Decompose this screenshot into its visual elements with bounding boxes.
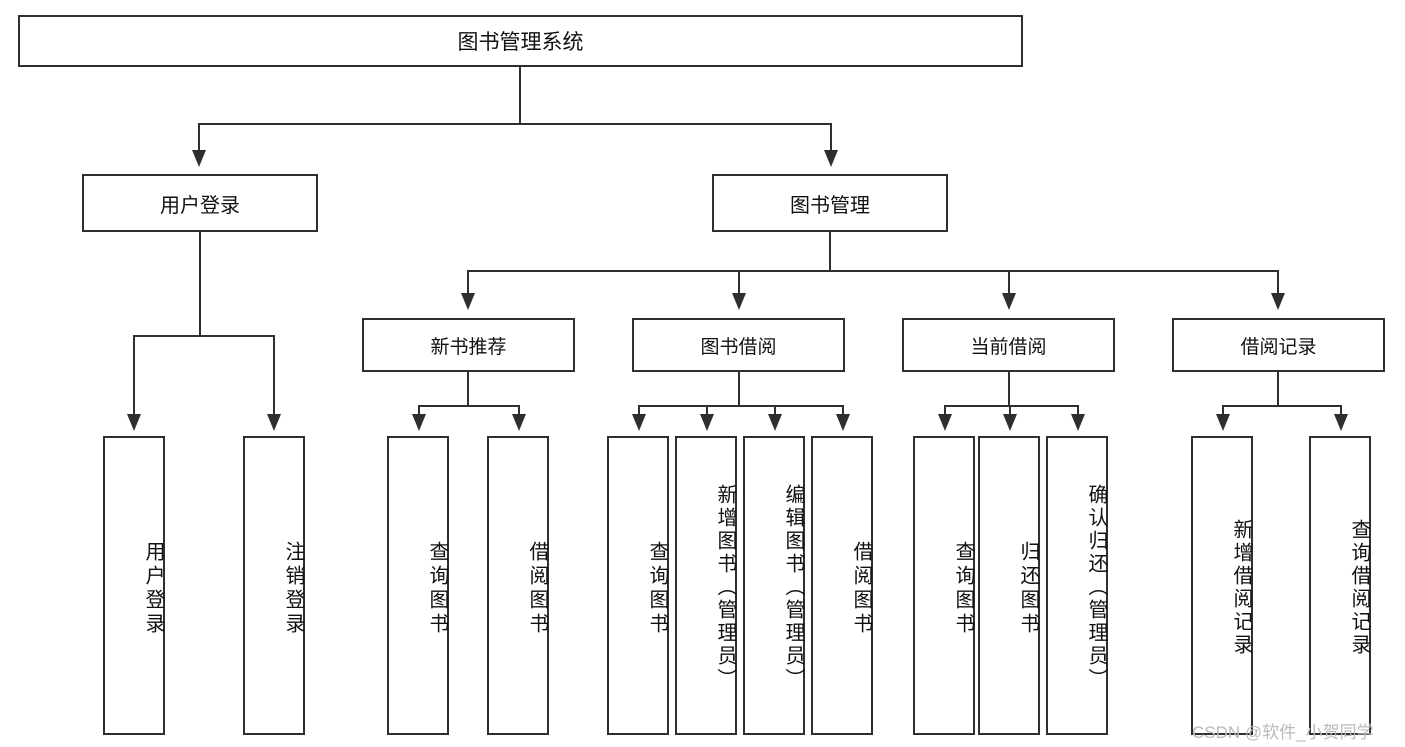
connector-user-login-bus <box>133 335 273 337</box>
node-label: 图书管理系统 <box>457 31 584 54</box>
leaf-current-borrow-return[interactable]: 归还图书 <box>978 436 1040 735</box>
connector-book-manage-stem <box>829 232 831 270</box>
arrow-to-current-borrow <box>1002 293 1016 310</box>
node-label: 查询图书 <box>426 540 448 637</box>
node-user-login[interactable]: 用户登录 <box>82 174 318 232</box>
leaf-book-borrow-borrow[interactable]: 借阅图书 <box>811 436 873 735</box>
node-label: 查询图书 <box>952 540 974 637</box>
arrow-to-new-book <box>461 293 475 310</box>
arrow-current-borrow-leaf-2 <box>1003 414 1017 431</box>
connector-new-book-stem <box>467 372 469 405</box>
arrow-borrow-record-leaf-1 <box>1216 414 1230 431</box>
connector-borrow-record-bus <box>1222 405 1340 407</box>
connector-to-current-borrow <box>1008 270 1010 296</box>
leaf-user-login-login[interactable]: 用户登录 <box>103 436 165 735</box>
arrow-borrow-record-leaf-2 <box>1334 414 1348 431</box>
leaf-current-borrow-query[interactable]: 查询图书 <box>913 436 975 735</box>
arrow-user-login-leaf-1 <box>127 414 141 431</box>
node-label: 用户登录 <box>160 194 240 217</box>
connector-borrow-record-drop-2 <box>1340 405 1342 417</box>
connector-to-borrow-record <box>1277 270 1279 296</box>
connector-to-book-manage <box>830 123 832 153</box>
node-label: 借阅图书 <box>526 540 548 637</box>
node-label: 查询图书 <box>646 540 668 637</box>
node-label: 新书推荐 <box>430 336 507 358</box>
node-label: 确认归还（管理员） <box>1085 484 1107 691</box>
leaf-book-borrow-query[interactable]: 查询图书 <box>607 436 669 735</box>
node-current-borrow[interactable]: 当前借阅 <box>902 318 1115 372</box>
connector-root-bus <box>198 123 832 125</box>
node-label: 当前借阅 <box>970 336 1047 358</box>
connector-book-borrow-stem <box>738 372 740 405</box>
arrow-book-borrow-leaf-3 <box>768 414 782 431</box>
node-label: 图书借阅 <box>700 336 777 358</box>
connector-new-book-drop-2 <box>518 405 520 417</box>
connector-borrow-record-stem <box>1277 372 1279 405</box>
node-book-borrow[interactable]: 图书借阅 <box>632 318 845 372</box>
arrow-to-book-borrow <box>732 293 746 310</box>
connector-borrow-record-drop-1 <box>1222 405 1224 417</box>
leaf-current-borrow-confirm[interactable]: 确认归还（管理员） <box>1046 436 1108 735</box>
arrow-current-borrow-leaf-1 <box>938 414 952 431</box>
connector-book-borrow-drop-4 <box>842 405 844 417</box>
node-label: 新增图书（管理员） <box>714 484 736 691</box>
leaf-book-borrow-add[interactable]: 新增图书（管理员） <box>675 436 737 735</box>
node-label: 用户登录 <box>142 540 164 637</box>
connector-book-borrow-drop-1 <box>638 405 640 417</box>
connector-user-login-stem <box>199 232 201 335</box>
leaf-user-login-logout[interactable]: 注销登录 <box>243 436 305 735</box>
leaf-borrow-record-query[interactable]: 查询借阅记录 <box>1309 436 1371 735</box>
node-label: 查询借阅记录 <box>1348 518 1370 657</box>
arrow-new-book-leaf-2 <box>512 414 526 431</box>
connector-root-stem <box>519 67 521 123</box>
leaf-borrow-record-add[interactable]: 新增借阅记录 <box>1191 436 1253 735</box>
connector-book-manage-bus <box>467 270 1279 272</box>
connector-to-new-book <box>467 270 469 296</box>
node-label: 注销登录 <box>282 540 304 637</box>
connector-user-login-drop-2 <box>273 335 275 417</box>
arrow-book-borrow-leaf-1 <box>632 414 646 431</box>
leaf-book-borrow-edit[interactable]: 编辑图书（管理员） <box>743 436 805 735</box>
connector-book-borrow-drop-3 <box>774 405 776 417</box>
csdn-watermark: CSDN @软件_小贺同学 <box>1192 723 1374 742</box>
connector-current-borrow-drop-3 <box>1077 405 1079 417</box>
arrow-book-borrow-leaf-4 <box>836 414 850 431</box>
connector-current-borrow-stem <box>1008 372 1010 405</box>
connector-to-user-login <box>198 123 200 153</box>
arrow-to-user-login <box>192 150 206 167</box>
connector-current-borrow-drop-2 <box>1009 405 1011 417</box>
node-label: 图书管理 <box>790 194 870 217</box>
node-label: 归还图书 <box>1017 540 1039 637</box>
node-label: 借阅图书 <box>850 540 872 637</box>
node-book-manage[interactable]: 图书管理 <box>712 174 948 232</box>
connector-new-book-drop-1 <box>418 405 420 417</box>
arrow-user-login-leaf-2 <box>267 414 281 431</box>
leaf-new-book-borrow[interactable]: 借阅图书 <box>487 436 549 735</box>
connector-new-book-bus <box>418 405 518 407</box>
arrow-to-book-manage <box>824 150 838 167</box>
connector-user-login-drop-1 <box>133 335 135 417</box>
connector-book-borrow-drop-2 <box>706 405 708 417</box>
arrow-new-book-leaf-1 <box>412 414 426 431</box>
connector-current-borrow-drop-1 <box>944 405 946 417</box>
node-label: 编辑图书（管理员） <box>782 484 804 691</box>
node-new-book-recommend[interactable]: 新书推荐 <box>362 318 575 372</box>
node-label: 借阅记录 <box>1240 336 1317 358</box>
arrow-current-borrow-leaf-3 <box>1071 414 1085 431</box>
arrow-book-borrow-leaf-2 <box>700 414 714 431</box>
connector-to-book-borrow <box>738 270 740 296</box>
node-borrow-record[interactable]: 借阅记录 <box>1172 318 1385 372</box>
arrow-to-borrow-record <box>1271 293 1285 310</box>
leaf-new-book-query[interactable]: 查询图书 <box>387 436 449 735</box>
connector-book-borrow-bus <box>638 405 843 407</box>
node-label: 新增借阅记录 <box>1230 518 1252 657</box>
node-root-system[interactable]: 图书管理系统 <box>18 15 1023 67</box>
